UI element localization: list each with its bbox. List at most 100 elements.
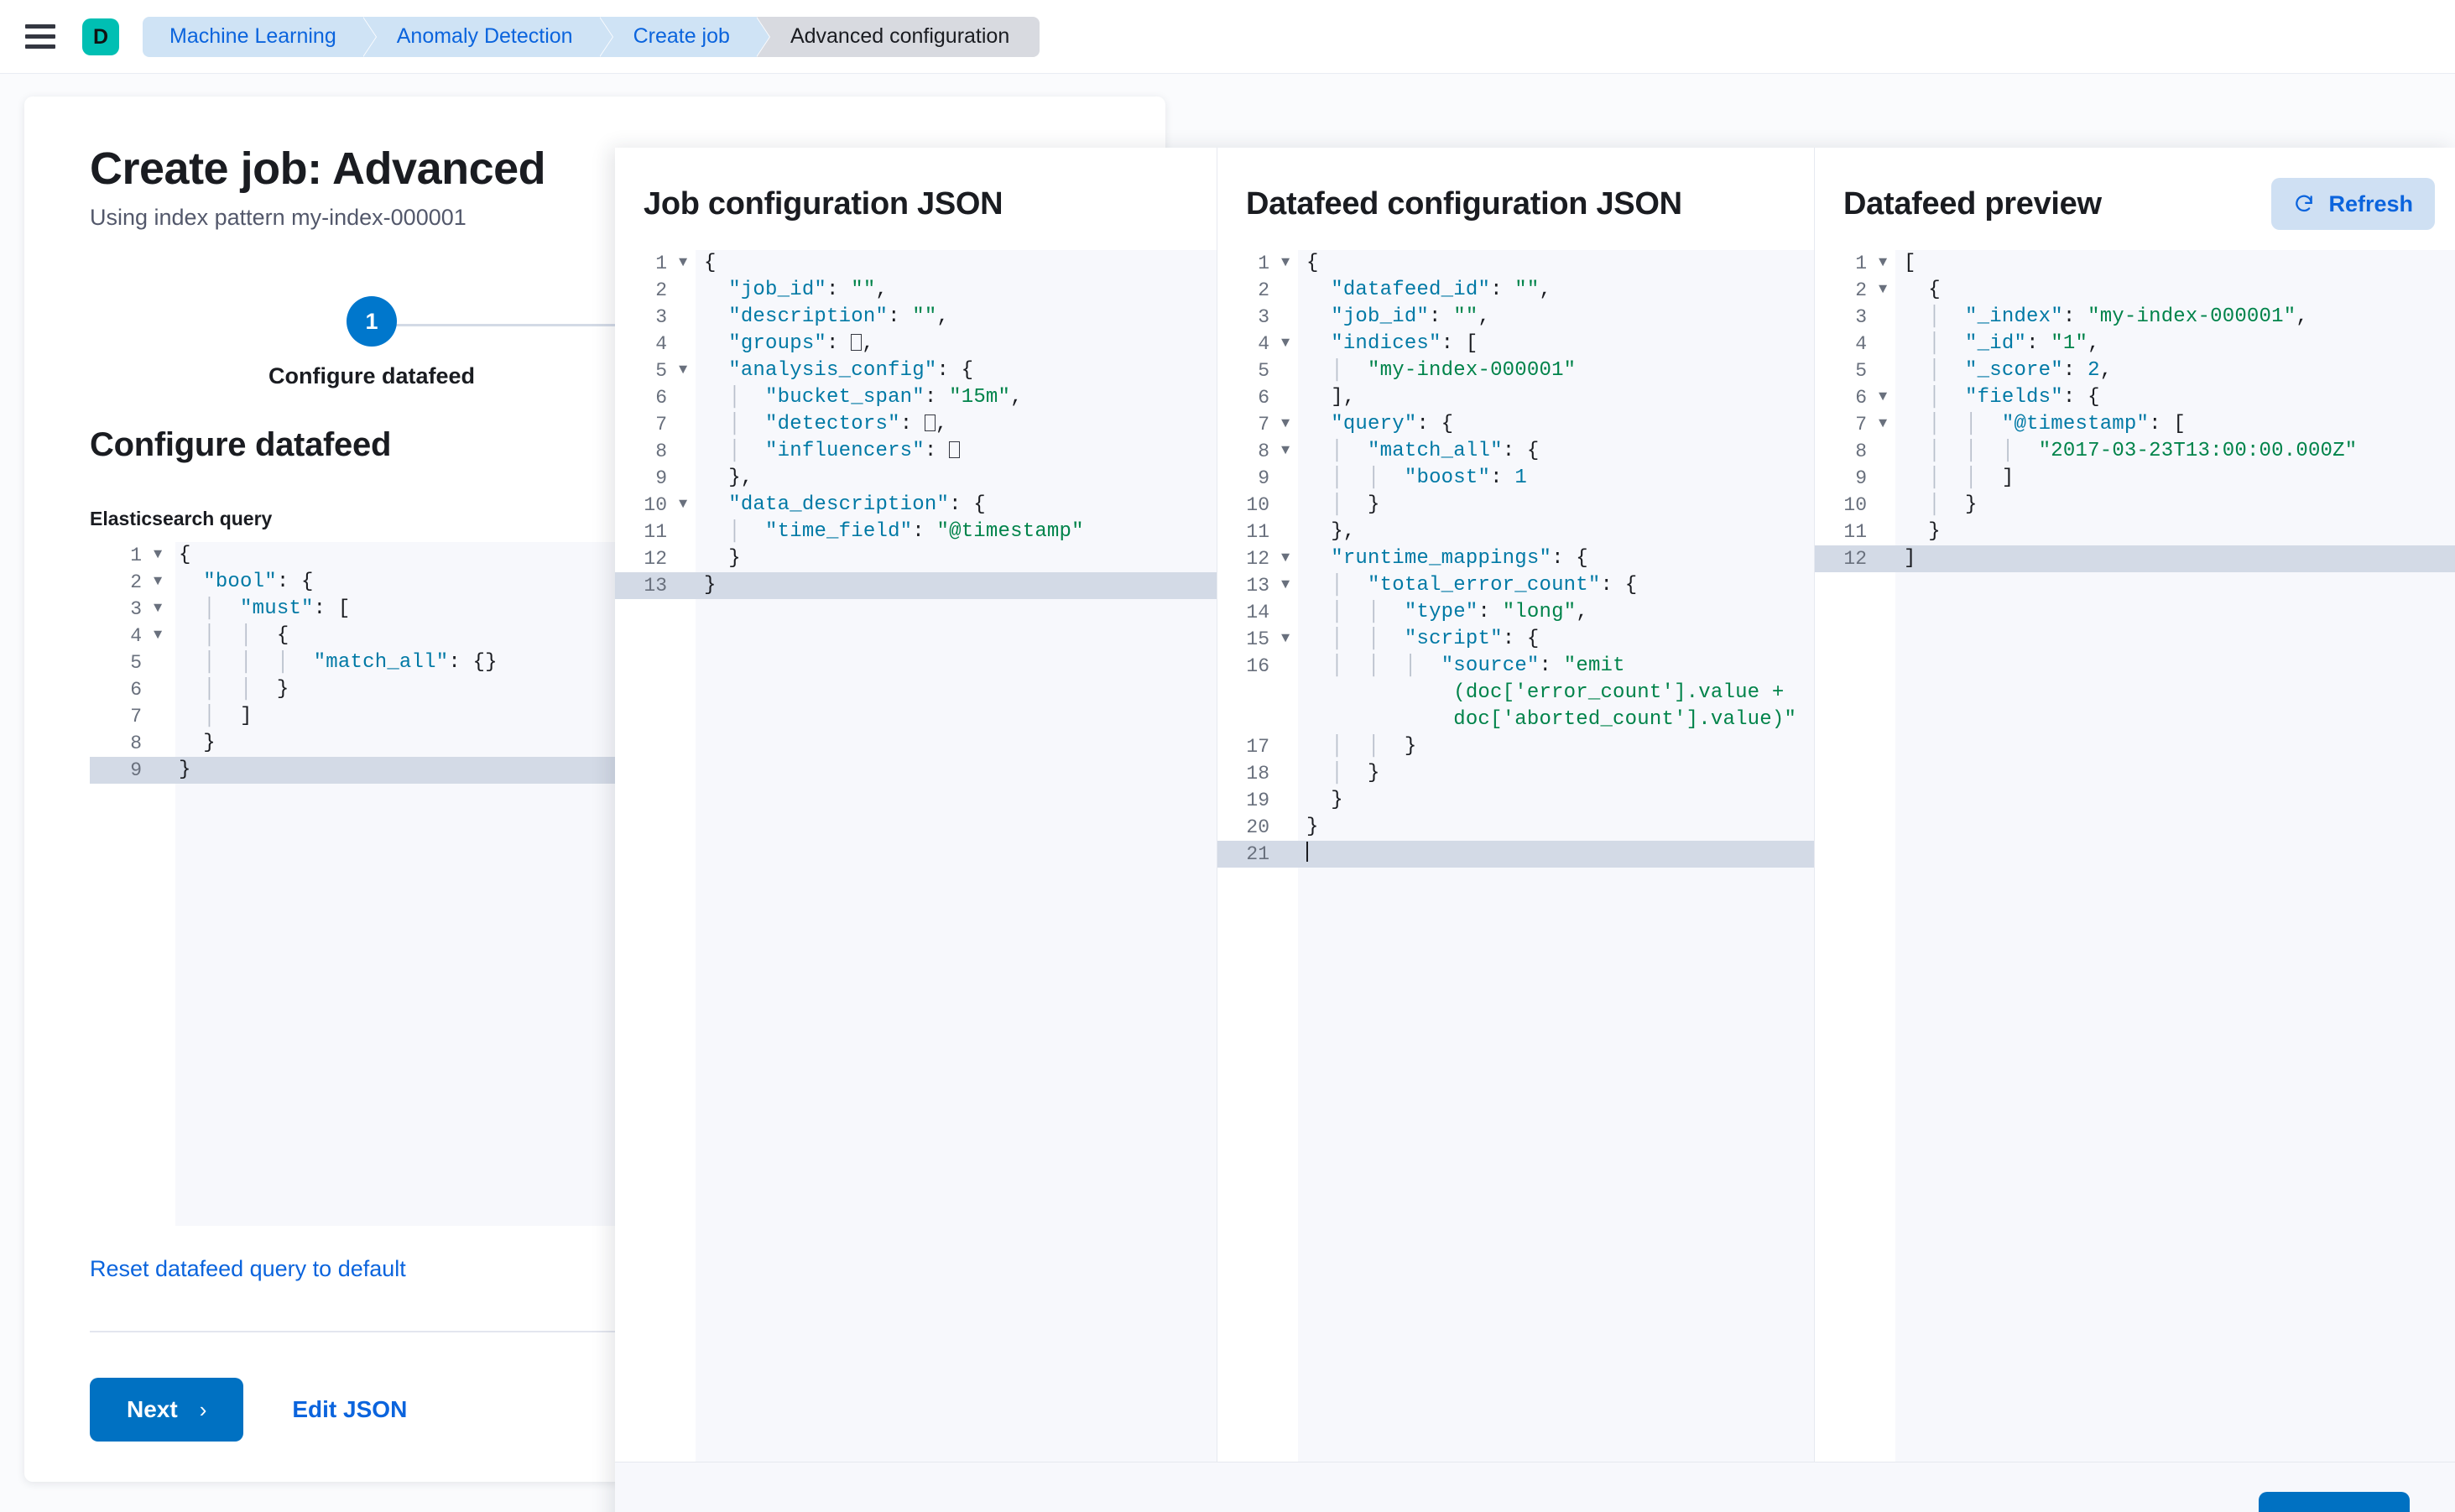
- fold-arrow-icon[interactable]: ▼: [1281, 631, 1290, 647]
- code-line[interactable]: 9 },: [615, 465, 1217, 492]
- fold-arrow-icon[interactable]: ▼: [679, 497, 688, 513]
- code-text: │ "_score": 2,: [1928, 359, 2113, 382]
- code-line[interactable]: 6▼ │ "fields": {: [1815, 384, 2455, 411]
- fold-arrow-icon[interactable]: ▼: [679, 255, 688, 271]
- code-line[interactable]: 8 │ │ │ "2017-03-23T13:00:00.000Z": [1815, 438, 2455, 465]
- code-line[interactable]: 4▼ "indices": [: [1217, 331, 1814, 357]
- code-line[interactable]: 10 │ }: [1815, 492, 2455, 519]
- code-line[interactable]: 5 │ │ │ "match_all": {}: [90, 649, 1100, 676]
- code-line[interactable]: 2▼ "bool": {: [90, 569, 1100, 596]
- fold-arrow-icon[interactable]: ▼: [1281, 550, 1290, 566]
- step-label-configure-datafeed: Configure datafeed: [268, 363, 476, 388]
- fold-arrow-icon[interactable]: ▼: [1879, 389, 1888, 405]
- line-number: 17: [1246, 736, 1269, 758]
- code-line[interactable]: 16 │ │ │ "source": "emit (doc['error_cou…: [1217, 653, 1814, 733]
- action-button-row: Next › Edit JSON: [90, 1378, 1100, 1442]
- deployment-logo[interactable]: D: [82, 18, 119, 55]
- code-line[interactable]: 7 │ ]: [90, 703, 1100, 730]
- code-line[interactable]: 5 │ "my-index-000001": [1217, 357, 1814, 384]
- code-line[interactable]: 11 │ "time_field": "@timestamp": [615, 519, 1217, 545]
- code-line[interactable]: 1▼{: [1217, 250, 1814, 277]
- code-line[interactable]: 8 │ "influencers":: [615, 438, 1217, 465]
- fold-arrow-icon[interactable]: ▼: [154, 628, 163, 644]
- fold-arrow-icon[interactable]: ▼: [1281, 577, 1290, 593]
- editor-code-lines[interactable]: 1▼[2▼ {3 │ "_index": "my-index-000001",4…: [1815, 250, 2455, 572]
- code-line[interactable]: 9 │ │ ]: [1815, 465, 2455, 492]
- code-line[interactable]: 7▼ "query": {: [1217, 411, 1814, 438]
- code-line[interactable]: 5▼ "analysis_config": {: [615, 357, 1217, 384]
- code-line[interactable]: 5 │ "_score": 2,: [1815, 357, 2455, 384]
- code-line[interactable]: 12▼ "runtime_mappings": {: [1217, 545, 1814, 572]
- step-indicator-1[interactable]: 1: [347, 296, 397, 347]
- json-editor-2[interactable]: 1▼[2▼ {3 │ "_index": "my-index-000001",4…: [1815, 250, 2455, 1462]
- editor-code-lines[interactable]: 1▼{2 "job_id": "",3 "description": "",4 …: [615, 250, 1217, 599]
- code-line[interactable]: 6 │ │ }: [90, 676, 1100, 703]
- line-number: 14: [1246, 602, 1269, 623]
- code-line[interactable]: 1▼{: [615, 250, 1217, 277]
- code-line[interactable]: 10 │ }: [1217, 492, 1814, 519]
- code-line[interactable]: 19 }: [1217, 787, 1814, 814]
- code-line[interactable]: 15▼ │ │ "script": {: [1217, 626, 1814, 653]
- code-line[interactable]: 7▼ │ │ "@timestamp": [: [1815, 411, 2455, 438]
- fold-arrow-icon[interactable]: ▼: [154, 574, 163, 590]
- fold-arrow-icon[interactable]: ▼: [1281, 443, 1290, 459]
- code-line[interactable]: 17 │ │ }: [1217, 733, 1814, 760]
- close-button[interactable]: ✕ Close: [650, 1509, 753, 1512]
- json-editor-1[interactable]: 1▼{2 "datafeed_id": "",3 "job_id": "",4▼…: [1217, 250, 1814, 1462]
- code-text: ],: [1306, 386, 1356, 409]
- code-line[interactable]: 11 }: [1815, 519, 2455, 545]
- code-line[interactable]: 12 }: [615, 545, 1217, 572]
- code-line[interactable]: 4▼ │ │ {: [90, 623, 1100, 649]
- fold-arrow-icon[interactable]: ▼: [1879, 282, 1888, 298]
- fold-arrow-icon[interactable]: ▼: [1879, 416, 1888, 432]
- code-line[interactable]: 9 │ │ "boost": 1: [1217, 465, 1814, 492]
- code-line[interactable]: 1▼{: [90, 542, 1100, 569]
- next-button[interactable]: Next ›: [90, 1378, 244, 1442]
- code-line[interactable]: 3 │ "_index": "my-index-000001",: [1815, 304, 2455, 331]
- code-text: │ │ │ "2017-03-23T13:00:00.000Z": [1928, 440, 2358, 462]
- fold-arrow-icon[interactable]: ▼: [1281, 336, 1290, 352]
- editor-code-lines[interactable]: 1▼{2 "datafeed_id": "",3 "job_id": "",4▼…: [1217, 250, 1814, 868]
- json-editor-0[interactable]: 1▼{2 "job_id": "",3 "description": "",4 …: [615, 250, 1217, 1462]
- edit-json-link[interactable]: Edit JSON: [292, 1396, 408, 1422]
- hamburger-menu-icon[interactable]: [25, 19, 60, 55]
- code-line[interactable]: 6 ],: [1217, 384, 1814, 411]
- fold-arrow-icon[interactable]: ▼: [154, 547, 163, 563]
- code-line[interactable]: 18 │ }: [1217, 760, 1814, 787]
- code-line[interactable]: 2 "job_id": "",: [615, 277, 1217, 304]
- breadcrumb-item-0[interactable]: Machine Learning: [143, 16, 376, 57]
- code-line[interactable]: 13}: [615, 572, 1217, 599]
- code-line[interactable]: 11 },: [1217, 519, 1814, 545]
- code-line[interactable]: 3▼ │ "must": [: [90, 596, 1100, 623]
- code-line[interactable]: 20}: [1217, 814, 1814, 841]
- code-line[interactable]: 21: [1217, 841, 1814, 868]
- fold-arrow-icon[interactable]: ▼: [679, 362, 688, 378]
- code-line[interactable]: 3 "description": "",: [615, 304, 1217, 331]
- code-line[interactable]: 2 "datafeed_id": "",: [1217, 277, 1814, 304]
- fold-arrow-icon[interactable]: ▼: [154, 601, 163, 617]
- fold-arrow-icon[interactable]: ▼: [1879, 255, 1888, 271]
- line-number: 1: [130, 545, 142, 566]
- fold-arrow-icon[interactable]: ▼: [1281, 255, 1290, 271]
- code-line[interactable]: 8 }: [90, 730, 1100, 757]
- code-line[interactable]: 13▼ │ "total_error_count": {: [1217, 572, 1814, 599]
- reset-datafeed-query-link[interactable]: Reset datafeed query to default: [90, 1256, 406, 1281]
- code-line[interactable]: 4 "groups": ,: [615, 331, 1217, 357]
- save-button[interactable]: Save: [2259, 1491, 2410, 1512]
- breadcrumb-item-1[interactable]: Anomaly Detection: [362, 16, 612, 57]
- code-line[interactable]: 12]: [1815, 545, 2455, 572]
- code-line[interactable]: 2▼ {: [1815, 277, 2455, 304]
- code-line[interactable]: 1▼[: [1815, 250, 2455, 277]
- code-line[interactable]: 7 │ "detectors": ,: [615, 411, 1217, 438]
- code-line[interactable]: 4 │ "_id": "1",: [1815, 331, 2455, 357]
- code-line[interactable]: 10▼ "data_description": {: [615, 492, 1217, 519]
- breadcrumb-item-2[interactable]: Create job: [599, 16, 770, 57]
- code-line[interactable]: 14 │ │ "type": "long",: [1217, 599, 1814, 626]
- code-line[interactable]: 3 "job_id": "",: [1217, 304, 1814, 331]
- refresh-button[interactable]: Refresh: [2271, 178, 2435, 230]
- code-line[interactable]: 8▼ │ "match_all": {: [1217, 438, 1814, 465]
- fold-arrow-icon[interactable]: ▼: [1281, 416, 1290, 432]
- code-line[interactable]: 6 │ "bucket_span": "15m",: [615, 384, 1217, 411]
